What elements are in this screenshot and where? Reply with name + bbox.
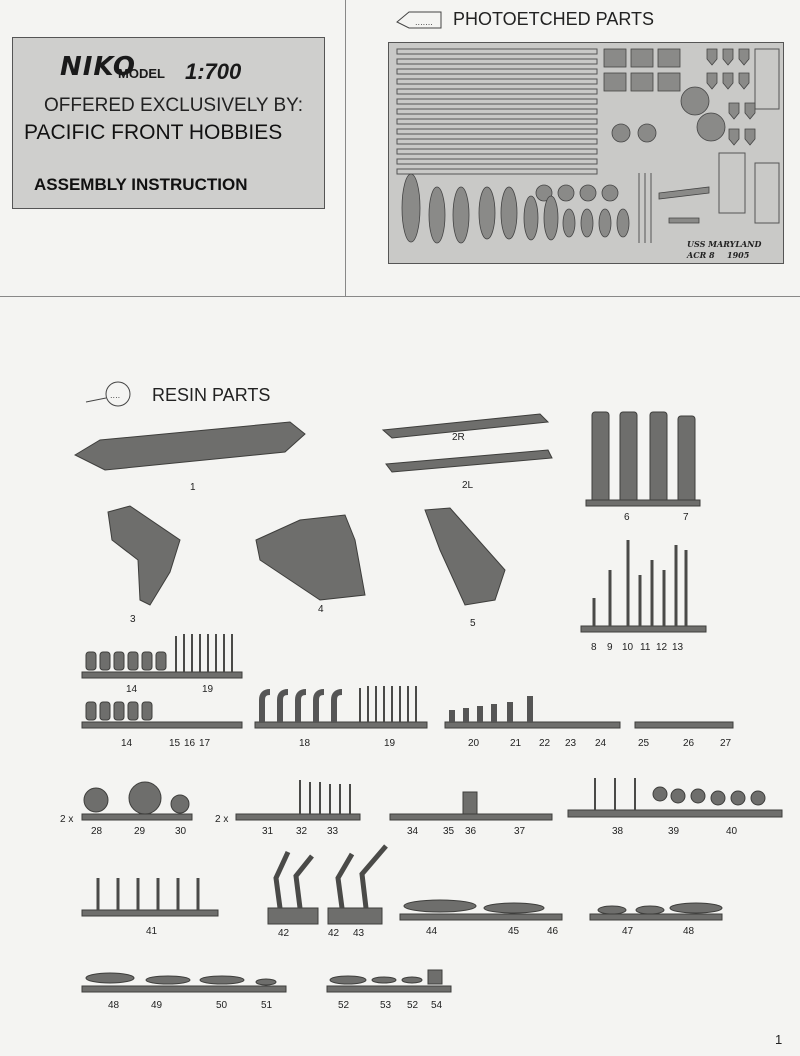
part-label-49: 49 xyxy=(151,1000,163,1011)
part-label-42-b: 42 xyxy=(328,928,340,939)
part-label-22: 22 xyxy=(539,738,551,749)
part-label-row2-19: 19 xyxy=(384,738,396,749)
part-label-37: 37 xyxy=(514,826,526,837)
part-label-40: 40 xyxy=(726,826,738,837)
part-label-31: 31 xyxy=(262,826,274,837)
part-label-28: 28 xyxy=(91,826,103,837)
part-label-48: 48 xyxy=(683,926,695,937)
part-label-10: 10 xyxy=(622,642,634,653)
distributor-name: PACIFIC FRONT HOBBIES xyxy=(24,121,283,144)
part-label-50: 50 xyxy=(216,1000,228,1011)
part-label-2l: 2L xyxy=(462,480,474,491)
part-label-16: 16 xyxy=(184,738,196,749)
part-label-44: 44 xyxy=(426,926,438,937)
part-label-43: 43 xyxy=(353,928,365,939)
photoetched-sheet: USS MARYLAND ACR 8 1905 xyxy=(388,42,784,264)
page-number: 1 xyxy=(775,1032,783,1047)
part-label-34: 34 xyxy=(407,826,419,837)
part-label-47: 47 xyxy=(622,926,634,937)
part-label-11: 11 xyxy=(640,642,651,653)
part-label-23: 23 xyxy=(565,738,577,749)
part-label-32: 32 xyxy=(296,826,308,837)
resin-parts-drawing xyxy=(73,411,783,993)
photoetched-title: PHOTOETCHED PARTS xyxy=(453,9,655,29)
photoetched-fret-drawing xyxy=(396,48,780,244)
part-label-53: 53 xyxy=(380,1000,392,1011)
part-label-2r: 2R xyxy=(452,432,465,443)
brand-logo: NIKO xyxy=(60,52,137,82)
pe-designation: ACR 8 xyxy=(687,250,715,260)
part-label-51: 51 xyxy=(261,1000,273,1011)
part-label-17: 17 xyxy=(199,738,211,749)
horizontal-divider xyxy=(0,296,800,297)
assembly-title: ASSEMBLY INSTRUCTION xyxy=(34,175,248,194)
part-label-39: 39 xyxy=(668,826,680,837)
vertical-divider xyxy=(345,0,346,296)
part-label-27: 27 xyxy=(720,738,732,749)
part-label-18: 18 xyxy=(299,738,311,749)
part-label-4: 4 xyxy=(318,604,324,615)
offered-text: OFFERED EXCLUSIVELY BY: xyxy=(44,95,304,116)
part-label-12: 12 xyxy=(656,642,668,653)
part-label-29: 29 xyxy=(134,826,146,837)
part-label-8: 8 xyxy=(591,642,597,653)
part-label-7: 7 xyxy=(683,512,689,523)
part-label-row1-14: 14 xyxy=(126,684,138,695)
part-label-52-a: 52 xyxy=(338,1000,350,1011)
part-label-9: 9 xyxy=(607,642,613,653)
tag-icon: ....... xyxy=(396,11,442,29)
part-label-36: 36 xyxy=(465,826,477,837)
part-label-15: 15 xyxy=(169,738,181,749)
part-label-20: 20 xyxy=(468,738,480,749)
svg-text:.......: ....... xyxy=(415,18,433,27)
part-label-33: 33 xyxy=(327,826,339,837)
callout-bubble-icon: .... xyxy=(85,381,131,407)
part-label-54: 54 xyxy=(431,1000,443,1011)
part-label-row1-19: 19 xyxy=(202,684,214,695)
part-label-42-a: 42 xyxy=(278,928,290,939)
quantity-label-2x-b: 2 x xyxy=(215,814,229,825)
part-label-41: 41 xyxy=(146,926,158,937)
part-label-30: 30 xyxy=(175,826,187,837)
part-label-38: 38 xyxy=(612,826,624,837)
pe-ship-name: USS MARYLAND xyxy=(687,239,762,249)
part-label-1: 1 xyxy=(190,482,196,493)
brand-subtitle: MODEL xyxy=(118,66,165,81)
part-label-21: 21 xyxy=(510,738,522,749)
part-label-24: 24 xyxy=(595,738,607,749)
part-label-13: 13 xyxy=(672,642,684,653)
part-label-row5-48: 48 xyxy=(108,1000,120,1011)
part-label-35: 35 xyxy=(443,826,455,837)
quantity-label-2x-a: 2 x xyxy=(60,814,74,825)
part-label-6: 6 xyxy=(624,512,630,523)
part-label-5: 5 xyxy=(470,618,476,629)
part-label-25: 25 xyxy=(638,738,650,749)
resin-title: RESIN PARTS xyxy=(152,385,271,405)
part-label-45: 45 xyxy=(508,926,520,937)
header-box xyxy=(12,37,325,209)
part-label-52-b: 52 xyxy=(407,1000,419,1011)
part-label-3: 3 xyxy=(130,614,136,625)
svg-text:....: .... xyxy=(110,391,120,400)
part-label-row2-14: 14 xyxy=(121,738,133,749)
scale-label: 1:700 xyxy=(185,59,242,84)
part-label-26: 26 xyxy=(683,738,695,749)
pe-year: 1905 xyxy=(727,250,750,260)
part-label-46: 46 xyxy=(547,926,559,937)
